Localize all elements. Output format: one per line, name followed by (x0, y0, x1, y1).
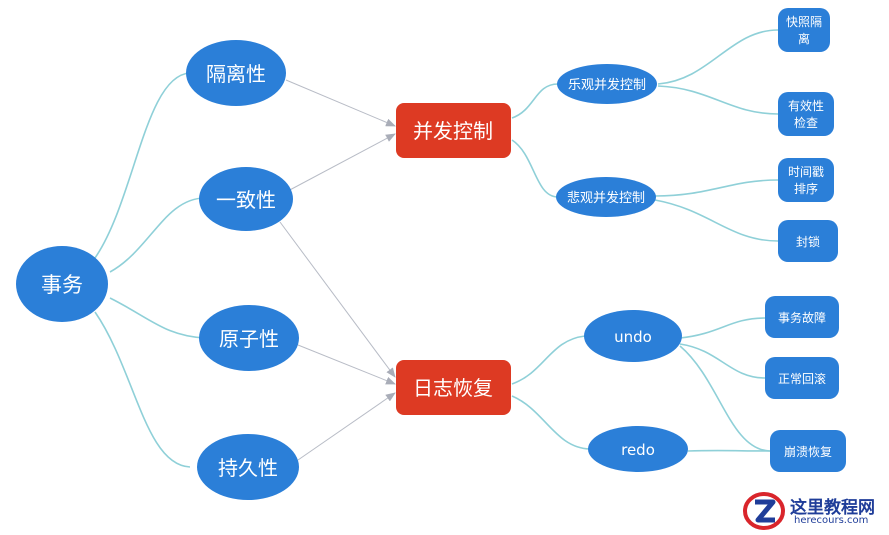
node-validation-line2: 检查 (794, 115, 818, 130)
node-lock (778, 220, 838, 262)
node-normal-rollback-label: 正常回滚 (778, 371, 826, 386)
node-lock-label: 封锁 (796, 234, 820, 249)
node-crash-recovery (770, 430, 846, 472)
edge-log-redo (511, 395, 591, 450)
node-redo-label: redo (621, 441, 655, 459)
node-root-label: 事务 (41, 273, 83, 297)
watermark-url: herecours.com (794, 515, 869, 526)
arrow-atomicity-log (297, 344, 396, 385)
arrow-isolation-concurrency (285, 79, 396, 127)
edge-pessimistic-lock (654, 199, 779, 242)
node-validation-line1: 有效性 (788, 98, 824, 113)
edge-root-atomicity (109, 297, 206, 339)
node-snapshot-line1: 快照隔 (786, 15, 822, 29)
node-durability-label: 持久性 (218, 456, 278, 480)
node-timestamp (778, 158, 834, 202)
edge-undo-crash-recovery (679, 345, 771, 452)
node-atomicity (199, 305, 299, 371)
edge-undo-txn-failure (679, 317, 766, 339)
node-log-recovery-label: 日志恢复 (413, 376, 493, 400)
node-optimistic (557, 64, 657, 104)
arrow-durability-log (297, 392, 396, 461)
node-undo (584, 310, 682, 362)
node-optimistic-label: 乐观并发控制 (568, 77, 646, 93)
edge-root-consistency (109, 197, 206, 273)
watermark-title: 这里教程网 (790, 498, 875, 518)
node-txn-failure-label: 事务故障 (778, 310, 826, 325)
node-undo-label: undo (614, 328, 652, 346)
edge-concurrency-optimistic (511, 83, 559, 119)
edge-concurrency-pessimistic (511, 139, 559, 198)
watermark-logo-icon (743, 492, 785, 530)
node-durability (197, 434, 299, 500)
node-timestamp-line1: 时间戳 (788, 165, 824, 179)
node-redo (588, 426, 688, 472)
node-crash-recovery-label: 崩溃恢复 (784, 445, 832, 459)
node-timestamp-line2: 排序 (794, 181, 818, 196)
edge-log-undo (511, 335, 586, 385)
node-log-recovery (396, 360, 511, 415)
node-root (16, 246, 108, 322)
node-pessimistic (556, 177, 656, 217)
node-snapshot-line2: 离 (798, 31, 810, 46)
node-concurrency-label: 并发控制 (413, 119, 493, 143)
edge-undo-normal-rollback (679, 343, 766, 379)
edge-optimistic-snapshot (657, 29, 779, 85)
edge-root-durability (94, 311, 191, 468)
node-consistency-label: 一致性 (216, 188, 276, 212)
node-snapshot (778, 8, 830, 52)
node-isolation (186, 40, 286, 106)
node-concurrency (396, 103, 511, 158)
watermark: 这里教程网 herecours.com (742, 490, 889, 532)
edge-optimistic-validation (657, 85, 779, 115)
node-normal-rollback (765, 357, 839, 399)
node-consistency (199, 167, 293, 231)
node-txn-failure (765, 296, 839, 338)
edge-pessimistic-timestamp (654, 179, 779, 197)
arrow-consistency-concurrency (285, 133, 396, 193)
node-isolation-label: 隔离性 (206, 62, 266, 86)
node-validation (778, 92, 834, 136)
node-pessimistic-label: 悲观并发控制 (567, 190, 645, 206)
arrow-consistency-log (279, 221, 396, 378)
node-atomicity-label: 原子性 (219, 327, 279, 351)
edge-root-isolation (94, 72, 191, 259)
